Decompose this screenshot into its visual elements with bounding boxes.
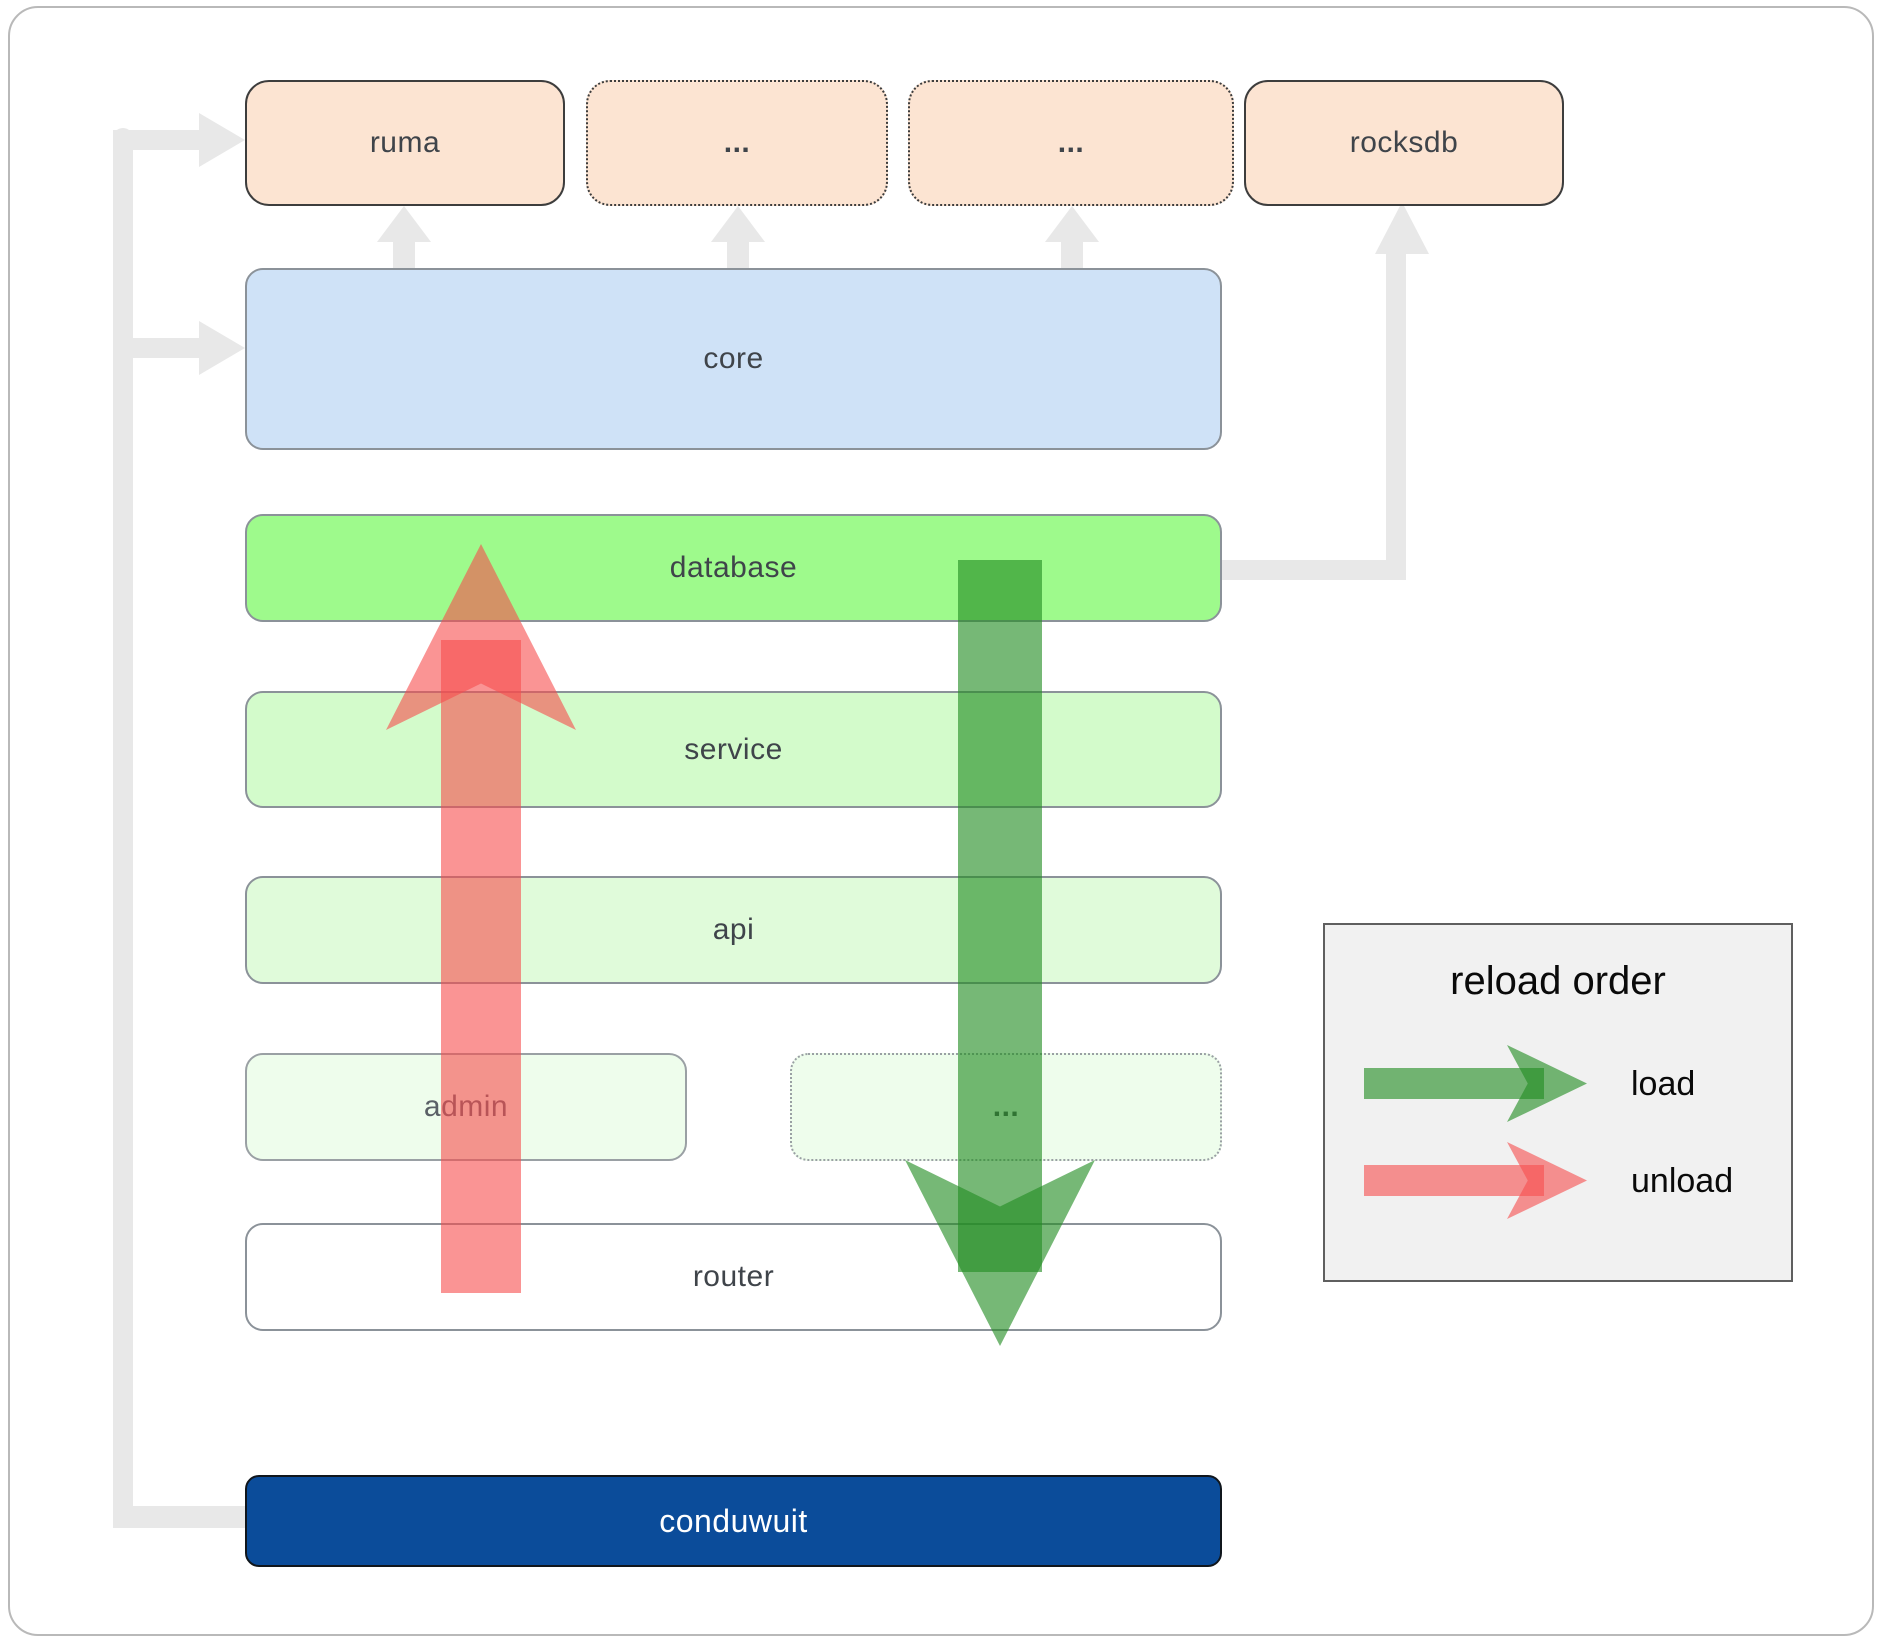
node-service: service — [245, 691, 1222, 808]
node-ellipsis-top-1: ... — [586, 80, 888, 206]
node-database: database — [245, 514, 1222, 622]
connector-to-ruma-shaft — [113, 130, 201, 150]
node-api: api — [245, 876, 1222, 984]
node-core: core — [245, 268, 1222, 450]
unload-arrow-shaft — [441, 640, 521, 1293]
node-conduwuit-label: conduwuit — [659, 1502, 808, 1539]
node-ellipsis-top-2: ... — [908, 80, 1234, 206]
legend-unload-label: unload — [1631, 1162, 1734, 1200]
legend: reload order load unload — [1323, 923, 1793, 1282]
node-ruma: ruma — [245, 80, 565, 206]
connector-left-vertical-line — [113, 128, 133, 1528]
legend-load-label: load — [1631, 1065, 1696, 1103]
node-router-label: router — [692, 1260, 775, 1293]
connector-database-to-rocksdb-vertical — [1386, 252, 1406, 580]
node-service-label: service — [684, 732, 783, 766]
node-router: router — [245, 1223, 1222, 1331]
legend-unload-arrow-shaft — [1364, 1165, 1544, 1196]
node-ruma-label: ruma — [369, 126, 441, 159]
node-ellipsis-top-2-label: ... — [1057, 126, 1085, 159]
connector-core-to-ext1-shaft — [727, 240, 749, 270]
connector-to-core-shaft — [113, 338, 201, 358]
legend-load-arrow-shaft — [1364, 1068, 1544, 1099]
node-conduwuit: conduwuit — [245, 1475, 1222, 1567]
connector-core-to-ext2-shaft — [1061, 240, 1083, 270]
node-rocksdb: rocksdb — [1244, 80, 1564, 206]
node-ellipsis-top-1-label: ... — [723, 126, 751, 159]
node-api-label: api — [712, 913, 755, 946]
load-arrow-shaft — [958, 560, 1042, 1272]
connector-conduwuit-stub — [113, 1506, 245, 1528]
node-rocksdb-label: rocksdb — [1349, 126, 1459, 159]
node-database-label: database — [669, 551, 798, 584]
connector-database-to-rocksdb-horizontal — [1222, 560, 1402, 580]
legend-title: reload order — [1450, 959, 1666, 1003]
node-core-label: core — [703, 342, 764, 375]
connector-core-to-ruma-shaft — [393, 240, 415, 270]
outer-frame — [8, 6, 1874, 1636]
